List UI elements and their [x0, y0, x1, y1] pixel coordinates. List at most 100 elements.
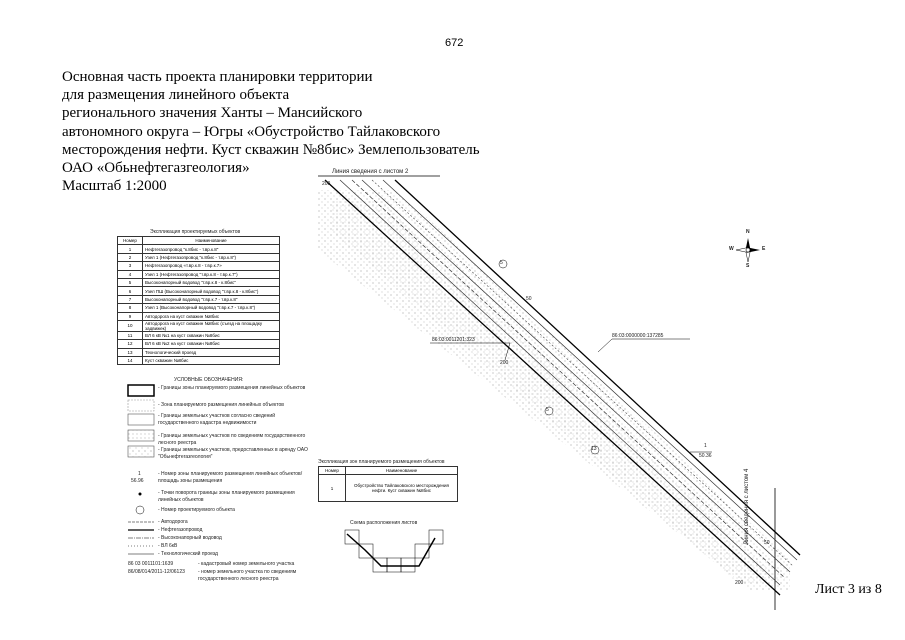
cell-name: Узел 1 (Нефтегазопровод "к.8бис - т.вр.к… [142, 252, 280, 263]
cell-number: 7 [117, 294, 143, 305]
compass-icon [735, 238, 760, 263]
legend-item: - Границы земельных участков, предоставл… [158, 447, 308, 460]
pipeline-line [339, 179, 781, 586]
compass-w: W [729, 246, 734, 252]
document-title: Основная часть проекта планировки террит… [62, 68, 522, 195]
cell-number: 1 [318, 474, 346, 502]
header-cell: Наименование [142, 235, 280, 246]
position-table: Номер Наименование 1 Обустройство Тайлак… [318, 466, 458, 502]
cell-name: Нефтегазопровод «т.вр.к.8 - т.вр.к.7» [142, 261, 280, 271]
cell-number: 1 [117, 244, 143, 254]
cell-number: 4 [117, 269, 143, 279]
cell-name: Автодорога на куст скважин №8бис [142, 311, 280, 321]
legend-sample-cadastral: 86 03 0011101:1639 [128, 561, 174, 567]
legend-swatch [127, 413, 155, 426]
label-5: 5 [546, 407, 549, 413]
label-200: 200 [322, 181, 331, 187]
cadastral-number: 86:03:0000000:137285 [612, 333, 664, 339]
compass-s: S [746, 263, 750, 269]
position-table-caption: Экспликация зон планируемого размещения … [318, 459, 445, 465]
cell-name: Куст скважин №8бис [142, 356, 280, 366]
label-200: 200 [735, 580, 744, 586]
cadastral-number: 86:03:0011201:323 [432, 337, 475, 343]
cell-name: Высоконапорный водовод "т.вр.к.8 - к.8би… [142, 277, 280, 288]
match-line-right-label: Линия сведения с листом 4 [744, 468, 750, 545]
legend-item: - Технологический проезд [158, 551, 218, 557]
cell-number: 2 [117, 252, 143, 263]
legend-item: - кадастровый номер земельного участка [198, 561, 295, 567]
cell-name: Высоконапорный водовод "т.вр.к.7 - т.вр.… [142, 294, 280, 305]
label-50: 50 [526, 296, 532, 302]
label-5: 5 [500, 260, 503, 266]
legend-sample-area: 56.96 [131, 478, 144, 484]
match-line-top-label: Линия сведения с листом 2 [332, 169, 409, 175]
cell-name: Автодорога на куст скважин №8бис (съезд … [142, 319, 280, 332]
legend-item: - Автодорога [158, 519, 188, 525]
compass-n: N [746, 229, 750, 235]
cell-number: 9 [117, 311, 143, 321]
legend-swatch [127, 445, 155, 458]
legend-swatch [127, 384, 155, 397]
scale-line: Масштаб 1:2000 [62, 178, 167, 195]
legend-item: - Высоконапорный водовод [158, 535, 222, 541]
sheet-scheme-caption: Схема расположения листов [350, 520, 418, 526]
sheet-scheme [344, 529, 444, 573]
title-line: ОАО «Обьнефтегазгеология» [62, 160, 250, 177]
legend-sample-number: 1 [138, 471, 141, 477]
table-header-row: Номер Наименование [318, 466, 458, 475]
label-200: 200 [500, 360, 509, 366]
legend-swatch [127, 399, 155, 412]
pipeline-line [382, 179, 798, 561]
page-number: 672 [445, 37, 464, 49]
cell-number: 12 [117, 339, 143, 349]
cell-name: Обустройство Тайлаковского месторождения… [345, 474, 458, 502]
zone-boundary [324, 179, 781, 596]
cell-name: ВЛ 6 кВ №2 на куст скважин №8бис [142, 339, 280, 349]
cell-number: 11 [117, 330, 143, 341]
ref-area: 50.36 [699, 453, 712, 459]
table-row: 1 Обустройство Тайлаковского месторожден… [318, 474, 458, 502]
title-line: регионального значения Ханты – Мансийско… [62, 105, 363, 122]
title-line: для размещения линейного объекта [62, 87, 290, 104]
legend-item: - Границы зоны планируемого размещения л… [158, 385, 306, 391]
legend-point [138, 492, 142, 496]
cell-name: Нефтегазопровод "к.8бис - т.вр.к.8" [142, 244, 280, 254]
pipeline-line [371, 179, 794, 567]
legend-marker [135, 505, 145, 515]
cell-name: Технологический проезд [142, 347, 280, 358]
title-line: Основная часть проекта планировки террит… [62, 69, 373, 85]
sheet-number: Лист 3 из 8 [815, 582, 882, 597]
cell-number: 6 [117, 286, 143, 296]
compass-e: E [762, 246, 766, 252]
cell-name: Узел ПШ (Высоконапорный водовод "т.вр.к.… [142, 286, 280, 296]
legend-item: - Зона планируемого размещения линейных … [158, 402, 284, 408]
ref-number: 1 [704, 443, 707, 449]
legend-item: - Нефтегазопровод [158, 527, 203, 533]
cell-number: 3 [117, 261, 143, 271]
legend-item: - ВЛ 6кВ [158, 543, 178, 549]
header-cell: Номер [318, 466, 346, 475]
forest-area-2 [330, 200, 780, 585]
legend-item: - Границы земельных участков по сведения… [158, 433, 306, 446]
title-line: месторождения нефти. Куст скважин №8бис»… [62, 141, 480, 158]
leader-line [504, 342, 511, 361]
pipeline-line [351, 179, 786, 579]
pipeline-line [361, 179, 791, 573]
cell-name: Узел 1 (Высоконапорный водовод "т.вр.к.7… [142, 303, 280, 313]
cell-number: 5 [117, 277, 143, 288]
